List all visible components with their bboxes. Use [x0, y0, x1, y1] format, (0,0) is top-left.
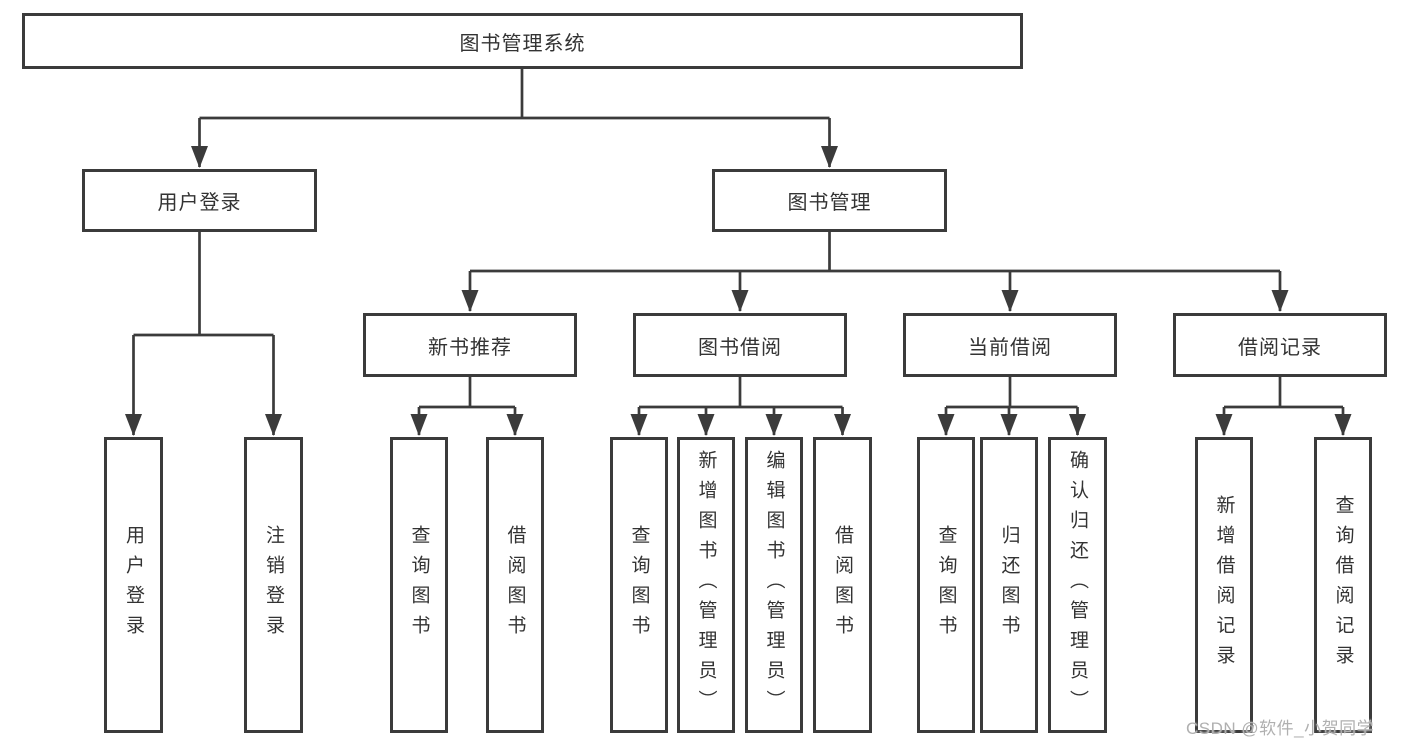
- leaf-label: 借阅图书: [504, 525, 526, 645]
- node-book-borrowing: 图书借阅: [633, 313, 847, 377]
- node-book-management: 图书管理: [712, 169, 947, 232]
- leaf-label: 借阅图书: [832, 525, 853, 645]
- leaf-label: 查询图书: [628, 525, 650, 645]
- node-label: 图书借阅: [698, 336, 782, 359]
- leaf-logout-login: 注销登录: [244, 437, 303, 733]
- leaf-borrow-book-2: 借阅图书: [813, 437, 872, 733]
- leaf-label: 编辑图书（管理员）: [763, 450, 785, 720]
- node-label: 新书推荐: [428, 336, 512, 359]
- leaf-label: 用户登录: [123, 525, 144, 645]
- leaf-query-book-3: 查询图书: [917, 437, 975, 733]
- leaf-label: 新增图书（管理员）: [695, 450, 717, 720]
- node-label: 图书管理: [787, 192, 872, 214]
- node-user-login: 用户登录: [82, 169, 317, 232]
- connector-borrow-records-trunk: [1224, 377, 1343, 409]
- leaf-label: 归还图书: [998, 525, 1020, 645]
- connector-new-book-trunk: [419, 377, 515, 409]
- leaf-confirm-return-admin: 确认归还（管理员）: [1048, 437, 1107, 733]
- leaf-user-login: 用户登录: [104, 437, 163, 733]
- node-label: 当前借阅: [968, 336, 1052, 359]
- leaf-label: 注销登录: [263, 525, 284, 645]
- leaf-query-book-2: 查询图书: [610, 437, 668, 733]
- leaf-query-book-1: 查询图书: [390, 437, 448, 733]
- leaf-label: 确认归还（管理员）: [1067, 450, 1088, 720]
- leaf-label: 查询借阅记录: [1332, 495, 1354, 675]
- connector-root-trunk: [199, 69, 830, 120]
- leaf-return-book: 归还图书: [980, 437, 1038, 733]
- leaf-add-book-admin: 新增图书（管理员）: [677, 437, 735, 733]
- leaf-query-borrow-record: 查询借阅记录: [1314, 437, 1372, 733]
- node-library-system: 图书管理系统: [22, 13, 1023, 69]
- connector-book-borrow-trunk: [639, 377, 843, 409]
- leaf-add-borrow-record: 新增借阅记录: [1195, 437, 1253, 733]
- node-new-book-recommend: 新书推荐: [363, 313, 577, 377]
- watermark-text: CSDN @软件_小贺同学: [1186, 719, 1375, 738]
- leaf-borrow-book-1: 借阅图书: [486, 437, 544, 733]
- node-label: 用户登录: [157, 192, 242, 214]
- leaf-label: 新增借阅记录: [1213, 495, 1235, 675]
- node-label: 借阅记录: [1238, 336, 1322, 359]
- connector-book-management-trunk: [470, 232, 1280, 273]
- leaf-edit-book-admin: 编辑图书（管理员）: [745, 437, 803, 733]
- connector-user-login-trunk: [133, 232, 274, 337]
- connector-current-borrow-trunk: [946, 377, 1078, 409]
- node-borrowing-records: 借阅记录: [1173, 313, 1387, 377]
- leaf-label: 查询图书: [935, 525, 957, 645]
- node-label: 图书管理系统: [459, 32, 586, 55]
- leaf-label: 查询图书: [408, 525, 430, 645]
- node-current-borrowing: 当前借阅: [903, 313, 1117, 377]
